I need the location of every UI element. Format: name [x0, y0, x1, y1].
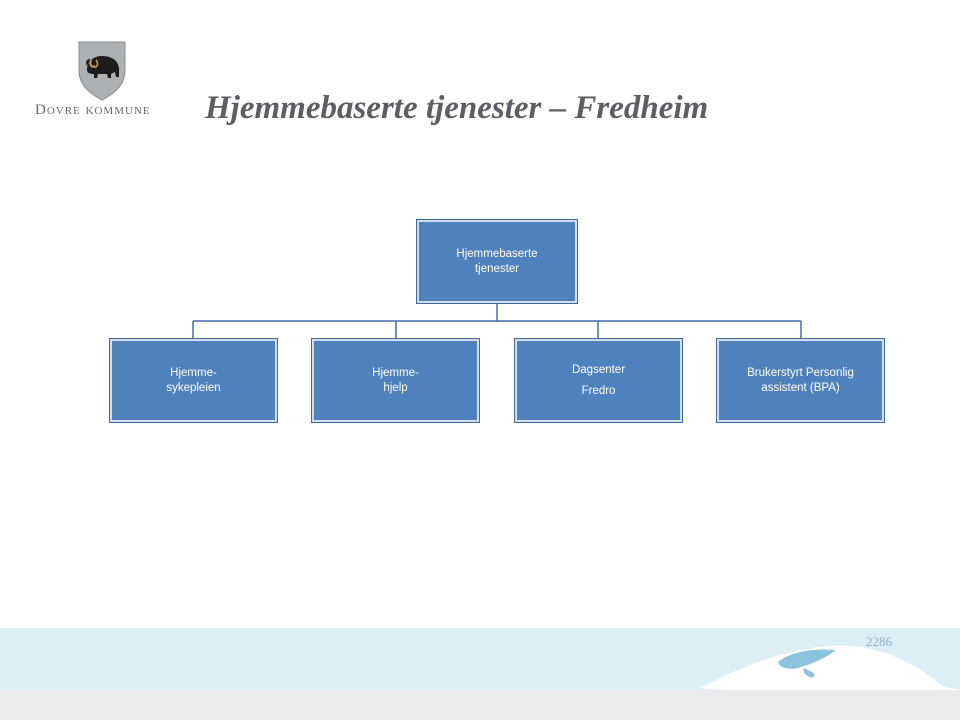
org-box-line2: sykepleien	[166, 381, 221, 394]
footer-landscape-band	[0, 628, 960, 720]
org-box-bpa: Brukerstyrt Personlig assistent (BPA)	[716, 338, 885, 423]
org-box-root-line1: Hjemmebaserte	[456, 247, 538, 260]
slide-title: Hjemmebaserte tjenester – Fredheim	[205, 90, 709, 126]
org-box-line1: Hjemme-	[170, 366, 217, 379]
footer-number: 2286	[866, 634, 892, 649]
org-box-line2: assistent (BPA)	[761, 381, 840, 394]
dovre-coat-of-arms-logo	[78, 41, 126, 101]
org-box-line2: hjelp	[383, 381, 408, 394]
org-box-root-line2: tjenester	[474, 262, 520, 275]
org-box-hjemmehjelp: Hjemme- hjelp	[311, 338, 480, 423]
org-box-hjemmesykepleien: Hjemme- sykepleien	[109, 338, 278, 423]
org-box-dagsenter: Dagsenter Fredro	[514, 338, 683, 423]
org-box-line1: Dagsenter	[571, 363, 626, 376]
logo-text: Dovre kommune	[35, 102, 151, 118]
org-box-line1: Hjemme-	[372, 366, 419, 379]
org-box-line2: Fredro	[581, 384, 616, 397]
org-box-root: Hjemmebaserte tjenester	[416, 219, 578, 304]
org-box-line1: Brukerstyrt Personlig	[747, 366, 854, 379]
